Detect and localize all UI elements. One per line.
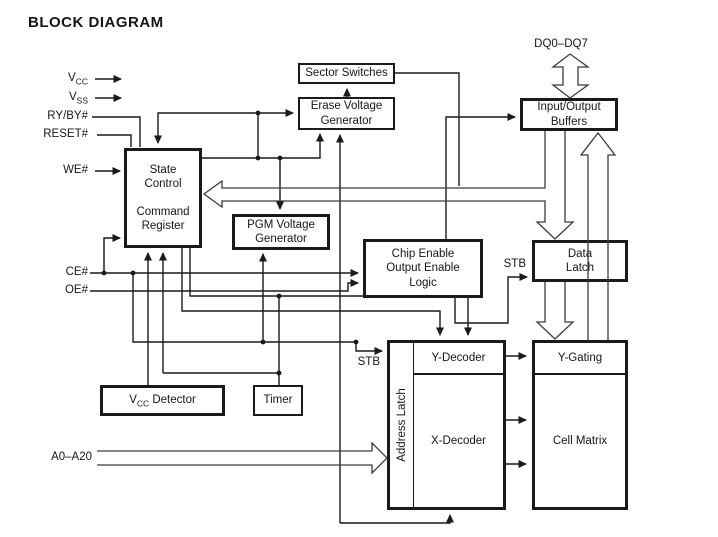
- wire-state-top-feed: [154, 112, 258, 144]
- signal-label-oe: OE#: [64, 284, 88, 296]
- wire-stb-addr-latch: [355, 342, 383, 355]
- block-decoders: Address Latch Y-Decoder X-Decoder: [387, 340, 506, 510]
- block-erase-voltage-generator: Erase Voltage Generator: [298, 97, 395, 130]
- wire-ryby: [92, 116, 141, 147]
- block-y-gating: Y-Gating: [535, 343, 625, 375]
- block-x-decoder: X-Decoder: [431, 434, 486, 447]
- block-pgm-voltage-generator: PGM Voltage Generator: [232, 214, 330, 250]
- block-state-control: State Control Command Register: [124, 148, 202, 248]
- signal-label-we: WE#: [63, 164, 88, 176]
- wire-stb-bus: [132, 273, 356, 343]
- wire-oe-to-io: [445, 113, 516, 239]
- data-out-bus-arrow: [579, 131, 617, 340]
- stb-label-data-latch: STB: [503, 258, 526, 270]
- signal-label-dq: DQ0–DQ7: [534, 38, 588, 50]
- block-vcc-detector: VCC Detector: [100, 385, 225, 416]
- wire-reset: [97, 134, 132, 147]
- block-address-latch: Address Latch: [390, 343, 414, 507]
- block-y-decoder: Y-Decoder: [414, 343, 503, 375]
- signal-label-ce: CE#: [65, 266, 88, 278]
- wire-state-to-erase-bottom: [202, 133, 324, 159]
- signal-label-vss: VSS: [68, 91, 88, 106]
- page-title: BLOCK DIAGRAM: [28, 14, 164, 31]
- stb-label-addr-latch: STB: [357, 356, 380, 368]
- address-bus-arrow: [97, 441, 388, 475]
- wire-ce-branch: [103, 234, 121, 273]
- dq-bidirectional-arrow: [551, 53, 591, 99]
- block-timer: Timer: [253, 385, 303, 416]
- block-chip-enable-logic: Chip Enable Output Enable Logic: [363, 239, 483, 298]
- signal-label-addr: A0–A20: [51, 451, 92, 463]
- signal-label-reset: RESET#: [43, 128, 88, 140]
- data-latch-to-ygating-arrow: [535, 282, 575, 340]
- signal-label-vcc: VCC: [68, 72, 88, 87]
- block-cell-matrix: Cell Matrix: [552, 434, 608, 447]
- signal-label-ryby: RY/BY#: [47, 110, 88, 122]
- block-sector-switches: Sector Switches: [298, 63, 395, 84]
- block-array: Y-Gating Cell Matrix: [532, 340, 628, 510]
- wire-sector-drop: [395, 72, 460, 186]
- block-io-buffers: Input/Output Buffers: [520, 98, 618, 131]
- block-data-latch: Data Latch: [532, 240, 628, 282]
- wire-xdecoder-bottom: [340, 514, 454, 524]
- wire-oe: [90, 279, 359, 292]
